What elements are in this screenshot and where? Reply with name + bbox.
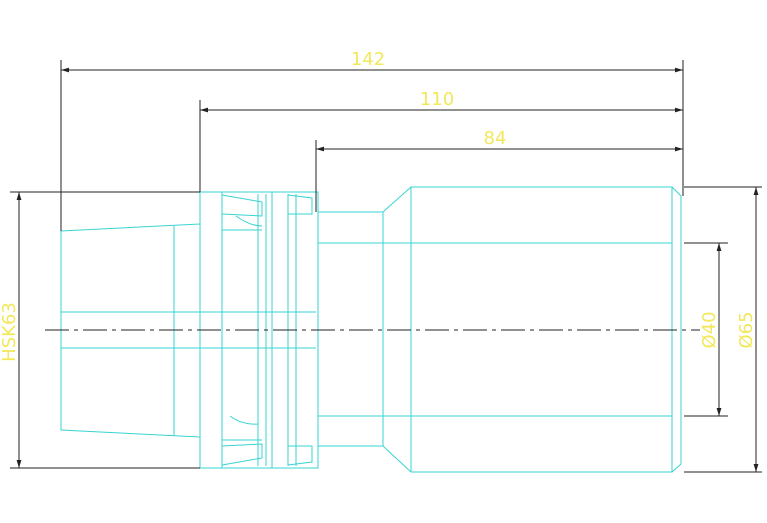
flange-outline: [199, 191, 319, 469]
drive-slot-lower-2: [287, 445, 313, 466]
dim-text-84: 84: [484, 128, 507, 149]
drive-slot-upper-2: [287, 194, 313, 215]
dim-text-110: 110: [420, 89, 454, 110]
dim-text-142: 142: [351, 49, 385, 70]
notch-arc-upper: [235, 215, 263, 227]
drive-slot-lower: [221, 443, 263, 466]
dim-text-d65: Ø65: [736, 311, 757, 348]
notch-arc-lower: [229, 415, 259, 425]
front-chamfer: [671, 186, 682, 473]
dimension-lines: [10, 60, 762, 473]
dim-text-hsk63: HSK63: [0, 302, 20, 362]
dim-text-d40: Ø40: [699, 311, 720, 348]
tool-holder-part: [60, 186, 682, 473]
drive-slot-upper: [221, 194, 263, 217]
